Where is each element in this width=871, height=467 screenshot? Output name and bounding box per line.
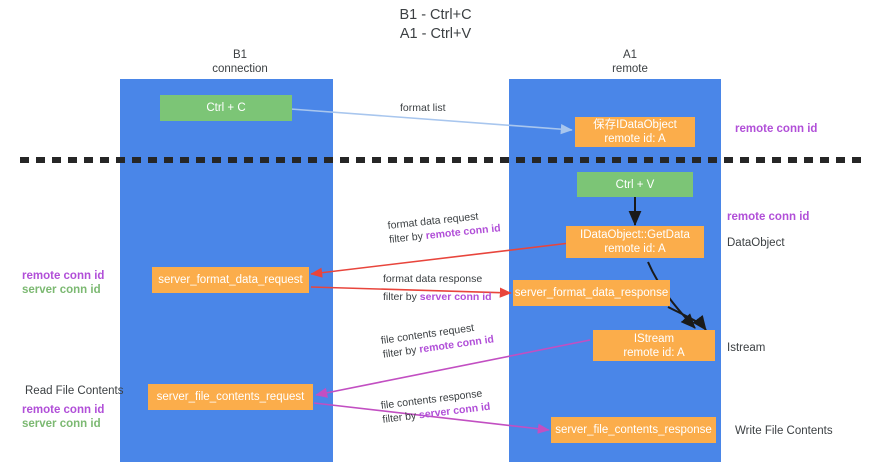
left-label-read-file-contents: Read File Contents	[25, 385, 124, 397]
page-title: B1 - Ctrl+C A1 - Ctrl+V	[0, 6, 871, 44]
title-line-2: A1 - Ctrl+V	[399, 26, 472, 42]
column-header-b1-name: B1	[232, 49, 248, 61]
node-istream-line2: remote id: A	[623, 346, 685, 359]
left-label-remote-conn-id-2: remote conn id	[22, 404, 105, 416]
node-ctrl-v[interactable]: Ctrl + V	[577, 172, 693, 197]
column-header-a1-sub: remote	[612, 63, 648, 75]
left-legend-conn-ids-bottom: remote conn id server conn id	[22, 403, 104, 431]
node-server-format-data-request-label: server_format_data_request	[158, 274, 303, 286]
arrow-label-format-list: format list	[400, 101, 446, 115]
left-legend-conn-ids-top: remote conn id server conn id	[22, 269, 104, 297]
left-label-remote-conn-id: remote conn id	[22, 270, 105, 282]
arrow-label-format-data-response-filter: filter by server conn id	[383, 290, 492, 304]
right-label-istream: Istream	[727, 342, 766, 354]
node-ctrl-v-label: Ctrl + V	[615, 178, 655, 191]
filter-key: server conn id	[419, 291, 492, 303]
node-istream[interactable]: IStream remote id: A	[593, 330, 715, 361]
column-header-a1: A1 remote	[540, 48, 720, 76]
left-label-server-conn-id-2: server conn id	[22, 418, 101, 430]
node-server-format-data-response-label: server_format_data_response	[514, 287, 669, 299]
node-server-format-data-response[interactable]: server_format_data_response	[513, 280, 670, 306]
right-label-remote-conn-id-top: remote conn id	[735, 123, 818, 135]
column-header-b1: B1 connection	[150, 48, 330, 76]
node-save-idataobject[interactable]: 保存IDataObject remote id: A	[575, 117, 695, 147]
title-line-1: B1 - Ctrl+C	[399, 7, 472, 23]
arrow-label-format-data-response: format data response filter by server co…	[383, 272, 492, 304]
node-server-format-data-request[interactable]: server_format_data_request	[152, 267, 309, 293]
arrow-label-format-list-text: format list	[400, 102, 446, 114]
arrow-label-format-data-response-text: format data response	[383, 273, 483, 285]
node-idataobject-getdata[interactable]: IDataObject::GetData remote id: A	[566, 226, 704, 258]
right-label-dataobject: DataObject	[727, 237, 785, 249]
node-server-file-contents-request-label: server_file_contents_request	[156, 391, 305, 403]
node-server-file-contents-request[interactable]: server_file_contents_request	[148, 384, 313, 410]
node-save-idataobject-line2: remote id: A	[604, 133, 666, 145]
node-save-idataobject-line1: 保存IDataObject	[593, 119, 677, 131]
node-idataobject-getdata-line2: remote id: A	[604, 243, 666, 255]
right-label-remote-conn-id-mid: remote conn id	[727, 211, 810, 223]
filter-prefix: filter by	[383, 291, 420, 303]
node-ctrl-c[interactable]: Ctrl + C	[160, 95, 292, 121]
node-idataobject-getdata-line1: IDataObject::GetData	[580, 229, 690, 241]
column-header-a1-name: A1	[622, 49, 638, 61]
node-server-file-contents-response-label: server_file_contents_response	[555, 424, 712, 436]
node-ctrl-c-label: Ctrl + C	[206, 102, 246, 114]
node-server-file-contents-response[interactable]: server_file_contents_response	[551, 417, 716, 443]
column-header-b1-sub: connection	[212, 63, 268, 75]
node-istream-line1: IStream	[633, 332, 675, 345]
left-label-server-conn-id: server conn id	[22, 284, 101, 296]
right-label-write-file-contents: Write File Contents	[735, 425, 833, 437]
